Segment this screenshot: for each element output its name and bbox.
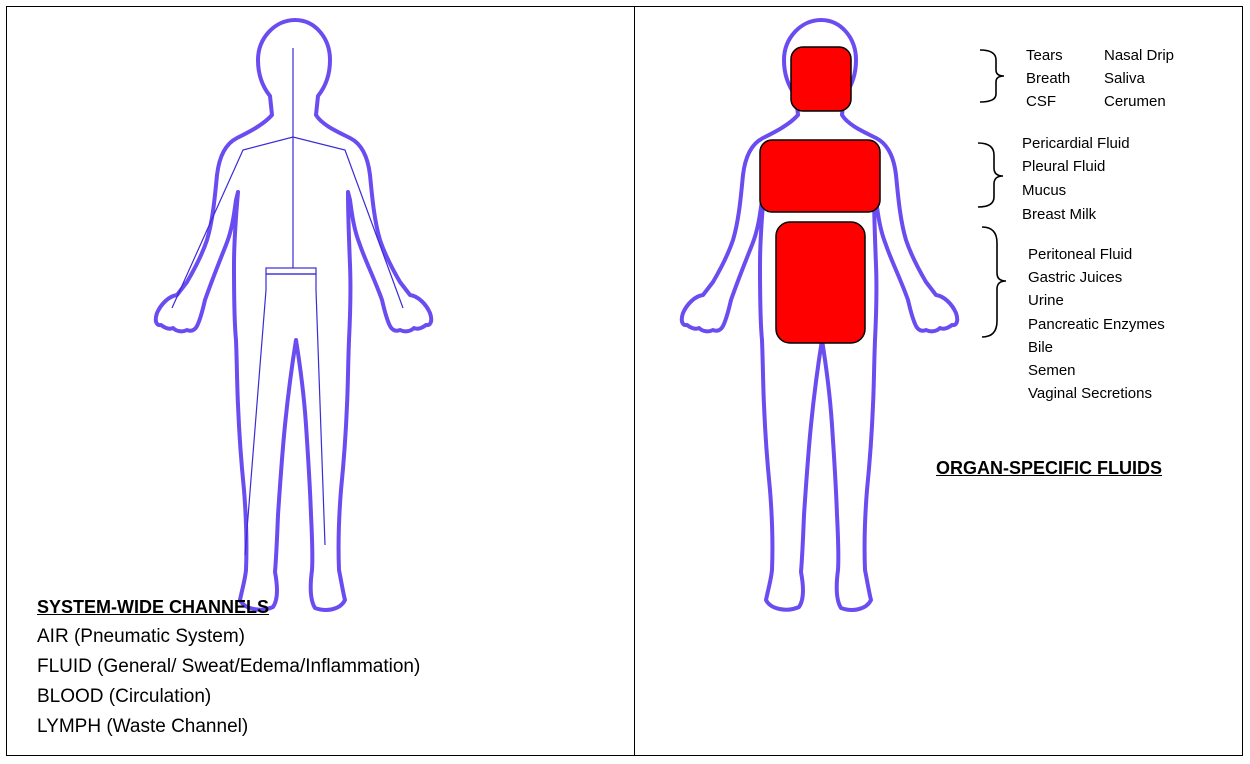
organ-specific-heading: ORGAN-SPECIFIC FLUIDS [936, 458, 1162, 479]
abdomen-region [776, 222, 865, 343]
fluid-tears: Tears [1026, 47, 1063, 65]
chest-region [760, 140, 880, 212]
fluid-csf: CSF [1026, 93, 1056, 111]
fluid-breath: Breath [1026, 70, 1070, 88]
fluid-gastric-juices: Gastric Juices [1028, 269, 1122, 287]
fluid-vaginal-secretions: Vaginal Secretions [1028, 385, 1152, 403]
fluid-bile: Bile [1028, 339, 1053, 357]
fluid-semen: Semen [1028, 362, 1076, 380]
system-wide-heading: SYSTEM-WIDE CHANNELS [37, 597, 269, 618]
head-region [791, 47, 851, 111]
fluid-mucus: Mucus [1022, 182, 1066, 200]
organ-regions [760, 47, 880, 343]
channel-blood: BLOOD (Circulation) [37, 686, 211, 708]
chest-brace-icon [978, 143, 1003, 207]
fluid-saliva: Saliva [1104, 70, 1145, 88]
abdomen-brace-icon [982, 227, 1006, 337]
fluid-pleural: Pleural Fluid [1022, 158, 1105, 176]
fluid-peritoneal: Peritoneal Fluid [1028, 246, 1132, 264]
channel-lymph: LYMPH (Waste Channel) [37, 716, 248, 738]
fluid-pancreatic-enzymes: Pancreatic Enzymes [1028, 316, 1165, 334]
fluid-pericardial: Pericardial Fluid [1022, 135, 1130, 153]
brace-icons [978, 50, 1006, 337]
fluid-breast-milk: Breast Milk [1022, 206, 1096, 224]
fluid-cerumen: Cerumen [1104, 93, 1166, 111]
channel-air: AIR (Pneumatic System) [37, 626, 245, 648]
fluid-urine: Urine [1028, 292, 1064, 310]
head-brace-icon [980, 50, 1004, 102]
channel-fluid: FLUID (General/ Sweat/Edema/Inflammation… [37, 656, 420, 678]
fluid-nasal-drip: Nasal Drip [1104, 47, 1174, 65]
